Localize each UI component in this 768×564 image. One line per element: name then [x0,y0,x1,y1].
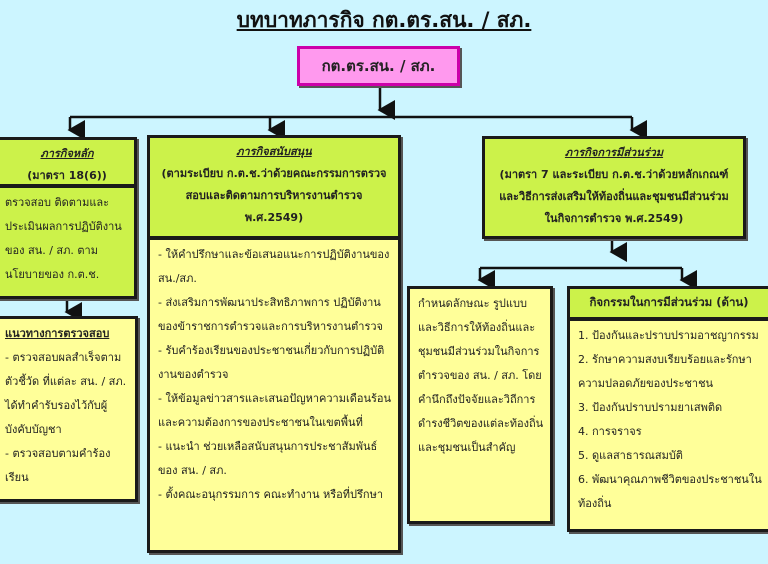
support-mission-body: - ให้คำปรึกษาและข้อเสนอแนะการปฏิบัติงานข… [147,237,401,553]
guideline-box: แนวทางการตรวจสอบ - ตรวจสอบผลสำเร็จตามตัว… [0,316,138,502]
support-mission-subheading: (ตามระเบียบ ก.ต.ช.ว่าด้วยคณะกรรมการตรวจส… [161,167,387,224]
support-item: - รับคำร้องเรียนของประชาชนเกี่ยวกับการปฏ… [158,344,385,381]
activities-heading: กิจกรรมในการมีส่วนร่วม (ด้าน) [589,295,749,309]
support-mission-header: ภารกิจสนับสนุน (ตามระเบียบ ก.ต.ช.ว่าด้วย… [147,135,401,239]
top-box: กต.ตร.สน. / สภ. [297,46,460,86]
support-item: - ให้คำปรึกษาและข้อเสนอแนะการปฏิบัติงานข… [158,248,390,285]
main-mission-header: ภารกิจหลัก (มาตรา 18(6)) [0,137,137,187]
support-item: - แนะนำ ช่วยเหลือสนับสนุนการประชาสัมพันธ… [158,440,378,477]
participation-subheading: (มาตรา 7 และระเบียบ ก.ต.ช.ว่าด้วยหลักเกณ… [499,168,729,225]
participation-characteristics-box: กำหนดลักษณะ รูปแบบและวิธีการให้ท้องถิ่นแ… [407,286,553,524]
support-mission-heading: ภารกิจสนับสนุน [236,145,312,158]
support-item: - ส่งเสริมการพัฒนาประสิทธิภาพการ ปฏิบัติ… [158,296,383,333]
activity-item: 5. ดูแลสาธารณสมบัติ [578,449,683,462]
guideline-item: - ตรวจสอบตามคำร้องเรียน [5,447,111,484]
activity-item: 3. ป้องกันปราบปรามยาเสพติด [578,401,723,414]
guideline-heading: แนวทางการตรวจสอบ [5,327,110,340]
guideline-item: - ตรวจสอบผลสำเร็จตามตัวชี้วัด ที่แต่ละ ส… [5,351,127,436]
activities-header: กิจกรรมในการมีส่วนร่วม (ด้าน) [567,286,768,320]
activity-item: 2. รักษาความสงบเรียบร้อยและรักษาความปลอด… [578,353,752,390]
main-mission-text: ตรวจสอบ ติดตามและประเมินผลการปฏิบัติงานข… [5,196,122,281]
main-mission-body: ตรวจสอบ ติดตามและประเมินผลการปฏิบัติงานข… [0,185,137,299]
main-mission-subheading: (มาตรา 18(6)) [27,169,107,182]
activity-item: 4. การจราจร [578,425,642,438]
main-mission-heading: ภารกิจหลัก [40,147,94,160]
support-item: - ตั้งคณะอนุกรรมการ คณะทำงาน หรือที่ปรึก… [158,488,384,501]
participation-heading: ภารกิจการมีส่วนร่วม [564,146,664,159]
top-box-label: กต.ตร.สน. / สภ. [321,57,436,75]
participation-mission-header: ภารกิจการมีส่วนร่วม (มาตรา 7 และระเบียบ … [482,136,746,239]
activity-item: 6. พัฒนาคุณภาพชีวิตของประชาชนในท้องถิ่น [578,473,762,510]
participation-characteristics: กำหนดลักษณะ รูปแบบและวิธีการให้ท้องถิ่นแ… [418,297,544,454]
page-title: บทบาทภารกิจ กต.ตร.สน. / สภ. [236,8,532,32]
activity-item: 1. ป้องกันและปราบปรามอาชญากรรม [578,329,759,342]
support-item: - ให้ข้อมูลข่าวสารและเสนอปัญหาความเดือนร… [158,392,392,429]
activities-body: 1. ป้องกันและปราบปรามอาชญากรรม 2. รักษาค… [567,318,768,532]
